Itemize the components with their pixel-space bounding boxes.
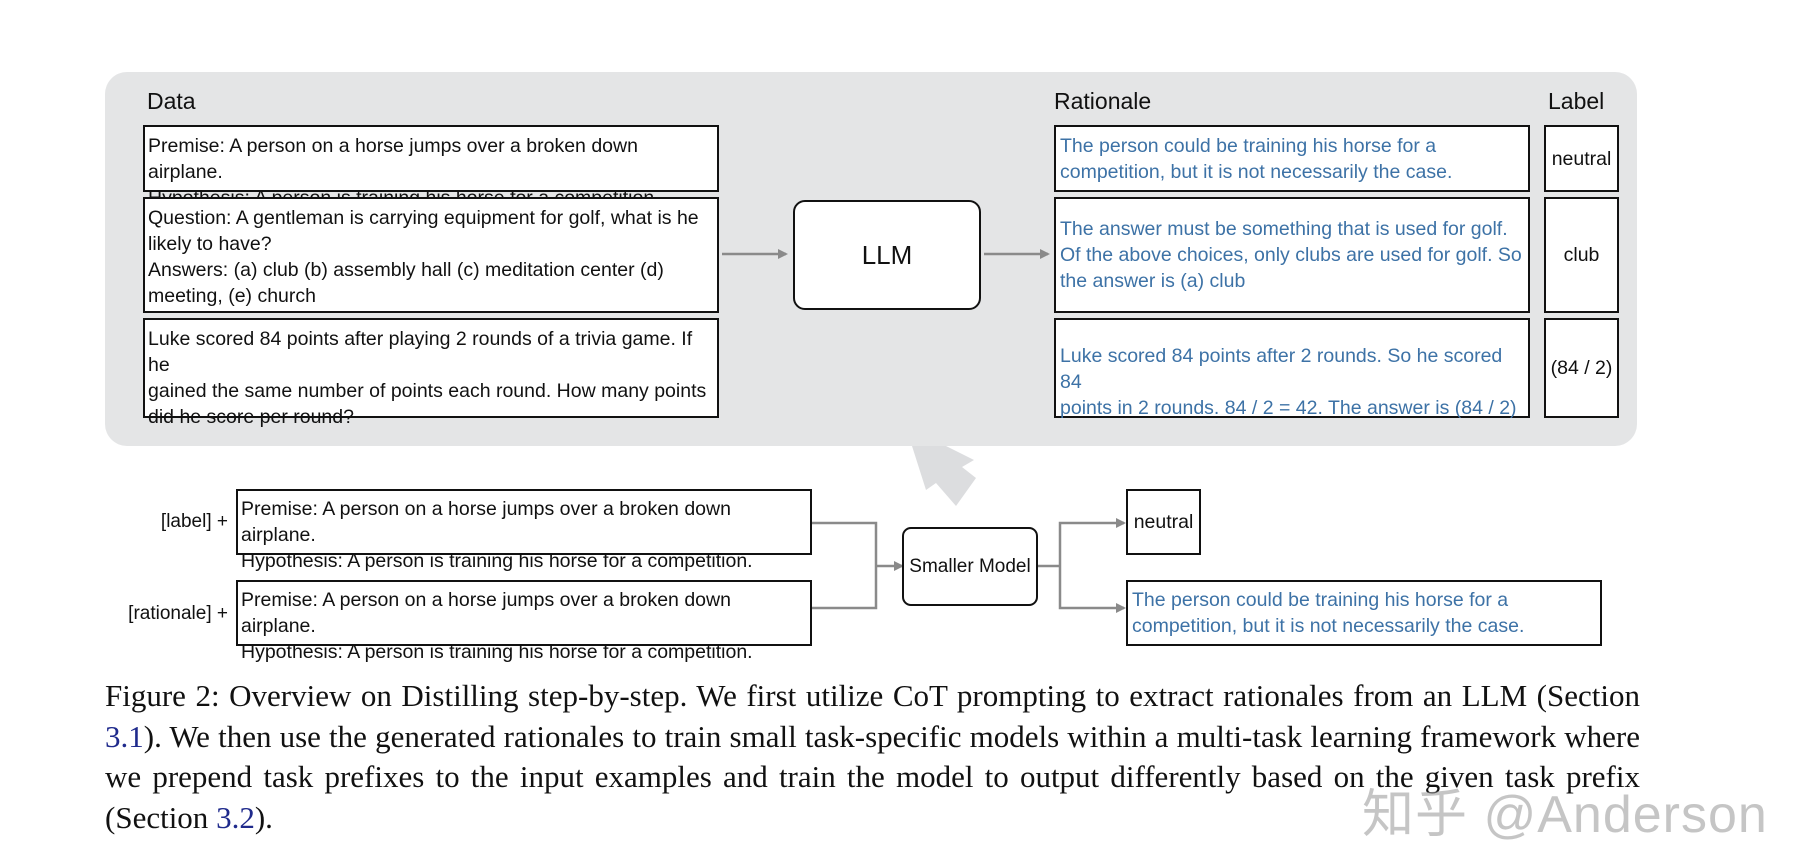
big-down-arrow	[912, 446, 976, 506]
caption-ref-3-2[interactable]: 3.2	[216, 799, 255, 835]
rationale-line: Luke scored 84 points after 2 rounds. So…	[1060, 345, 1503, 393]
caption-text: Figure 2: Overview on Distilling step-by…	[105, 678, 1640, 713]
data-line: Answers: (a) club (b) assembly hall (c) …	[148, 259, 664, 281]
rationale-line: The answer must be something that is use…	[1060, 218, 1508, 240]
rationale-line: the answer is (a) club	[1060, 270, 1246, 292]
rationale-box-nli: The person could be training his horse f…	[1054, 125, 1530, 192]
header-label: Label	[1548, 88, 1605, 114]
output-rationale-line: The person could be training his horse f…	[1132, 589, 1509, 611]
rationale-line: competition, but it is not necessarily t…	[1060, 161, 1453, 183]
arrow-to-rationale-output	[1058, 566, 1126, 613]
data-box-qa: Question: A gentleman is carrying equipm…	[143, 197, 719, 313]
caption-text: ).	[254, 799, 273, 835]
output-rationale-box: The person could be training his horse f…	[1126, 580, 1602, 646]
data-line: Premise: A person on a horse jumps over …	[148, 135, 638, 183]
data-line: meeting, (e) church	[148, 285, 316, 307]
label-box-math: (84 / 2)	[1544, 318, 1619, 418]
input-box-label-task: Premise: A person on a horse jumps over …	[236, 489, 812, 572]
rationale-line: Of the above choices, only clubs are use…	[1060, 244, 1522, 266]
connector-rationale-input	[811, 566, 878, 610]
watermark: 知乎 @Anderson	[1362, 786, 1768, 844]
caption-text: ). We then use the generated rationales …	[105, 718, 1640, 835]
input-line: Premise: A person on a horse jumps over …	[241, 498, 731, 546]
label-box-qa: club	[1544, 197, 1619, 313]
caption-ref-3-1[interactable]: 3.1	[105, 718, 144, 754]
label-box-nli: neutral	[1544, 125, 1619, 192]
output-rationale-line: competition, but it is not necessarily t…	[1132, 615, 1525, 637]
input-line: Hypothesis: A person is training his hor…	[241, 550, 753, 572]
data-line: Question: A gentleman is carrying equipm…	[148, 207, 699, 229]
smaller-model-box: Smaller Model	[902, 527, 1038, 606]
data-line: did he score per round?	[148, 406, 354, 428]
data-box-nli: Premise: A person on a horse jumps over …	[143, 125, 719, 209]
header-rationale: Rationale	[1054, 88, 1152, 114]
data-box-math: Luke scored 84 points after playing 2 ro…	[143, 318, 719, 428]
data-line: gained the same number of points each ro…	[148, 380, 707, 402]
arrow-to-label-output	[1058, 518, 1126, 566]
rationale-line: The person could be training his horse f…	[1060, 135, 1437, 157]
data-line: Luke scored 84 points after playing 2 ro…	[148, 328, 693, 376]
header-data: Data	[147, 88, 196, 114]
rationale-line: points in 2 rounds. 84 / 2 = 42. The ans…	[1060, 397, 1517, 419]
input-line: Premise: A person on a horse jumps over …	[241, 589, 731, 637]
prefix-rationale: [rationale] +	[128, 603, 228, 624]
rationale-box-math: Luke scored 84 points after 2 rounds. So…	[1054, 318, 1530, 419]
input-line: Hypothesis: A person is training his hor…	[241, 641, 753, 663]
prefix-label: [label] +	[160, 511, 228, 532]
llm-box: LLM	[793, 200, 981, 310]
rationale-box-qa: The answer must be something that is use…	[1054, 197, 1530, 313]
connector-label-input	[811, 521, 878, 566]
input-box-rationale-task: Premise: A person on a horse jumps over …	[236, 580, 812, 663]
figure-caption: Figure 2: Overview on Distilling step-by…	[105, 676, 1640, 838]
output-label-box: neutral	[1126, 489, 1201, 555]
data-line: likely to have?	[148, 233, 272, 255]
